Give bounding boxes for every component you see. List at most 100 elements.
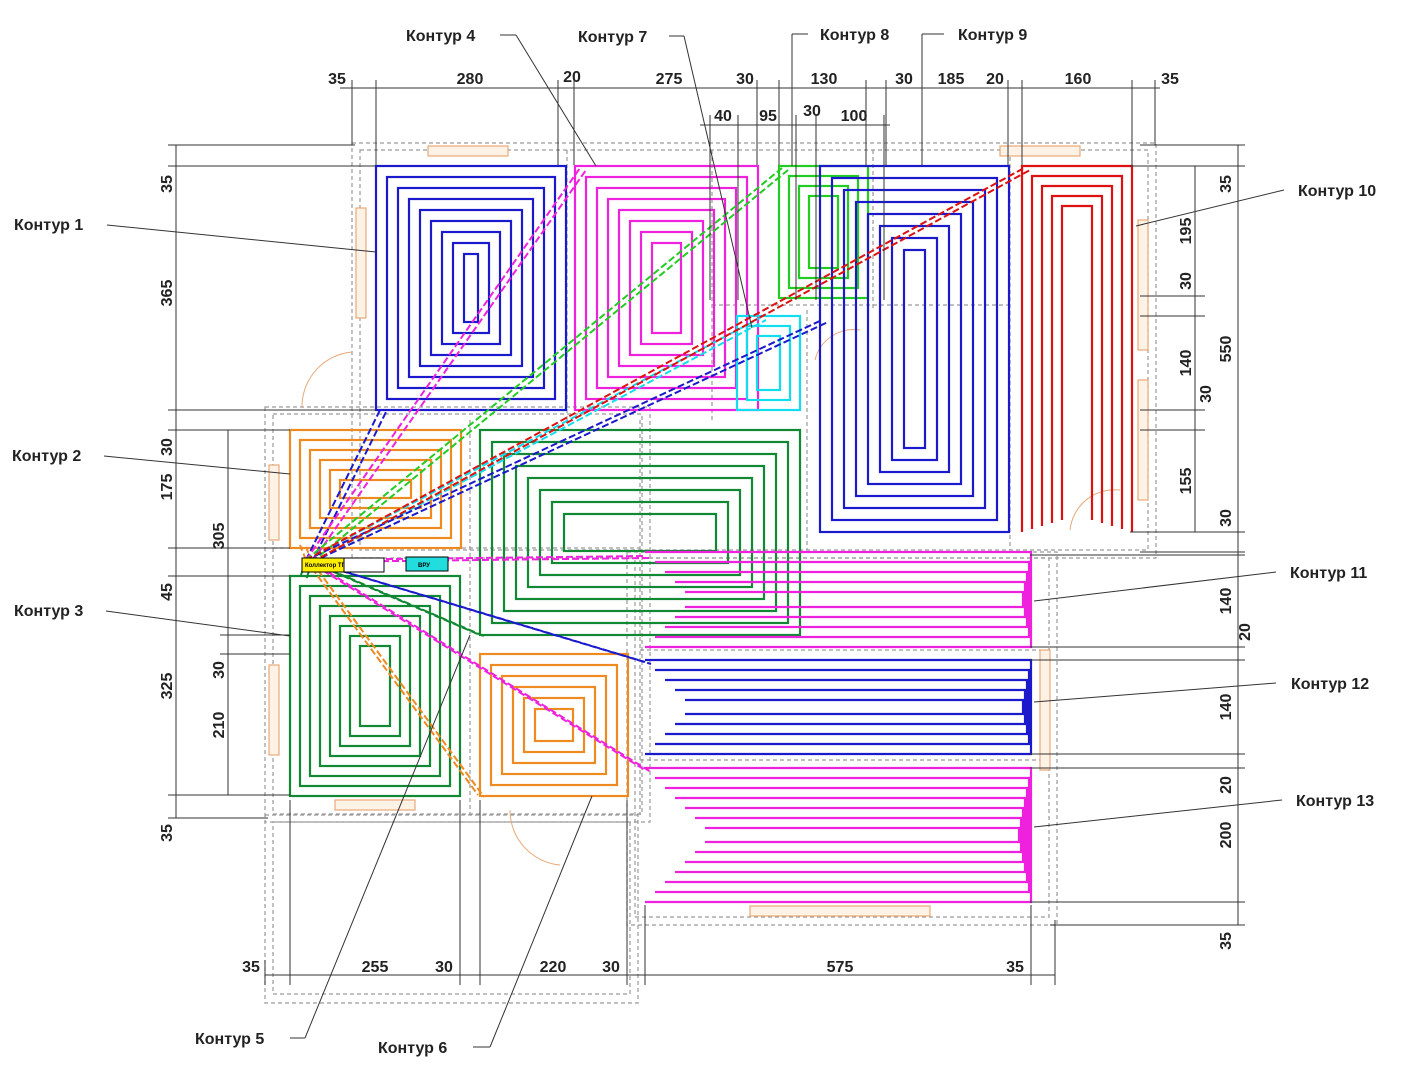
dim-top: 35 bbox=[328, 71, 346, 88]
heating-loop-12 bbox=[645, 658, 1033, 756]
supply-line-8 bbox=[305, 167, 789, 563]
dimension-texts-left: 35 365 30 175 45 325 35 305 30 210 bbox=[159, 175, 228, 842]
supply-line-13 bbox=[305, 559, 652, 773]
manifold: Коллектор ТП bbox=[301, 557, 385, 573]
door-swing bbox=[814, 329, 861, 361]
dim-right: 35 bbox=[1218, 175, 1235, 193]
dim-left: 175 bbox=[159, 474, 176, 501]
circuit-label-11: Контур 11 bbox=[1033, 565, 1367, 602]
dim-left: 35 bbox=[159, 175, 176, 193]
door-swing bbox=[509, 809, 561, 866]
svg-text:Контур 9: Контур 9 bbox=[958, 27, 1027, 44]
dim-top: 130 bbox=[811, 71, 838, 88]
circuit-label-12: Контур 12 bbox=[1033, 676, 1369, 703]
heating-loop-3 bbox=[288, 574, 462, 798]
dim-top: 20 bbox=[986, 71, 1004, 88]
dim-bottom: 220 bbox=[540, 959, 567, 976]
dim-top: 280 bbox=[457, 71, 484, 88]
window bbox=[1137, 219, 1149, 351]
circuit-label-2: Контур 2 bbox=[12, 448, 291, 475]
dim-top2: 30 bbox=[803, 103, 821, 120]
heating-loop-4 bbox=[573, 164, 760, 412]
heating-loop-10 bbox=[1020, 164, 1134, 532]
dim-top: 160 bbox=[1065, 71, 1092, 88]
supply-line-9 bbox=[305, 319, 829, 563]
window bbox=[999, 145, 1081, 157]
circuit-label-10: Контур 10 bbox=[1135, 183, 1376, 227]
dim-right: 30 bbox=[1198, 385, 1215, 403]
circuit-labels: Контур 1 Контур 2 Контур 3 Контур 4 Конт… bbox=[12, 27, 1376, 1057]
dim-left2: 30 bbox=[211, 661, 228, 679]
svg-text:Контур 10: Контур 10 bbox=[1298, 183, 1376, 200]
window bbox=[268, 664, 280, 756]
dim-right: 155 bbox=[1178, 468, 1195, 495]
dim-top: 30 bbox=[736, 71, 754, 88]
dim-right: 140 bbox=[1218, 588, 1235, 615]
heating-loop-8 bbox=[777, 164, 870, 300]
dim-left2: 210 bbox=[211, 712, 228, 739]
dim-right: 140 bbox=[1178, 350, 1195, 377]
heating-loops bbox=[288, 164, 1134, 904]
electrical-panel: ВРУ bbox=[405, 556, 449, 572]
dimension-texts-top: 35 280 20 275 30 130 30 185 20 160 35 40… bbox=[328, 69, 1179, 125]
heating-loop-2 bbox=[288, 428, 463, 550]
dim-right: 30 bbox=[1218, 509, 1235, 527]
dim-right: 30 bbox=[1178, 272, 1195, 290]
svg-text:Контур 7: Контур 7 bbox=[578, 29, 647, 46]
svg-text:Контур 2: Контур 2 bbox=[12, 448, 81, 465]
window bbox=[334, 799, 416, 811]
windows bbox=[268, 145, 1149, 917]
dim-left: 45 bbox=[159, 583, 176, 601]
svg-text:Контур 4: Контур 4 bbox=[406, 28, 475, 45]
heating-loop-5 bbox=[478, 428, 802, 637]
circuit-label-4: Контур 4 bbox=[406, 28, 597, 167]
dim-right-total: 550 bbox=[1218, 336, 1235, 363]
heating-loop-7 bbox=[735, 314, 802, 412]
dim-top: 20 bbox=[563, 69, 581, 86]
dim-right: 20 bbox=[1237, 623, 1254, 641]
window bbox=[1039, 649, 1051, 771]
dim-left: 365 bbox=[159, 280, 176, 307]
dim-right: 20 bbox=[1218, 776, 1235, 794]
window bbox=[749, 905, 931, 917]
dim-left: 30 bbox=[159, 438, 176, 456]
dim-top: 35 bbox=[1161, 71, 1179, 88]
dim-right: 140 bbox=[1218, 694, 1235, 721]
circuit-label-1: Контур 1 bbox=[14, 217, 377, 253]
circuit-label-9: Контур 9 bbox=[921, 27, 1027, 166]
dim-bottom: 575 bbox=[827, 959, 854, 976]
dim-top: 185 bbox=[938, 71, 965, 88]
door-swing bbox=[301, 351, 353, 408]
window bbox=[427, 145, 509, 157]
circuit-label-13: Контур 13 bbox=[1033, 793, 1374, 828]
circuit-label-6: Контур 6 bbox=[378, 795, 593, 1057]
svg-text:Контур 8: Контур 8 bbox=[820, 27, 889, 44]
heating-loop-11 bbox=[645, 550, 1033, 649]
dim-left2: 305 bbox=[211, 523, 228, 550]
dim-left: 35 bbox=[159, 824, 176, 842]
dimension-texts-right: 35 195 30 140 30 155 30 140 20 140 20 20… bbox=[1178, 175, 1254, 950]
supply-line-10 bbox=[305, 167, 1031, 563]
dim-bottom: 30 bbox=[602, 959, 620, 976]
supply-line-12 bbox=[305, 559, 652, 665]
svg-text:Контур 3: Контур 3 bbox=[14, 603, 83, 620]
circuit-label-8: Контур 8 bbox=[791, 27, 889, 166]
heating-loop-6 bbox=[478, 652, 630, 798]
svg-text:Контур 11: Контур 11 bbox=[1290, 565, 1367, 582]
dim-top2: 95 bbox=[759, 108, 777, 125]
svg-text:Контур 1: Контур 1 bbox=[14, 217, 83, 234]
dim-right: 195 bbox=[1178, 218, 1195, 245]
svg-text:Контур 12: Контур 12 bbox=[1291, 676, 1369, 693]
dim-right: 200 bbox=[1218, 822, 1235, 849]
heating-loop-9 bbox=[818, 164, 1011, 534]
dim-top: 275 bbox=[656, 71, 683, 88]
circuit-label-3: Контур 3 bbox=[14, 603, 291, 637]
dimension-texts-bottom: 35 255 30 220 30 575 35 bbox=[242, 959, 1024, 976]
dim-bottom: 255 bbox=[362, 959, 389, 976]
window bbox=[355, 207, 367, 319]
dim-top: 30 bbox=[895, 71, 913, 88]
dimension-lines bbox=[168, 80, 1245, 985]
dim-top2: 40 bbox=[714, 108, 732, 125]
window bbox=[1137, 379, 1149, 501]
